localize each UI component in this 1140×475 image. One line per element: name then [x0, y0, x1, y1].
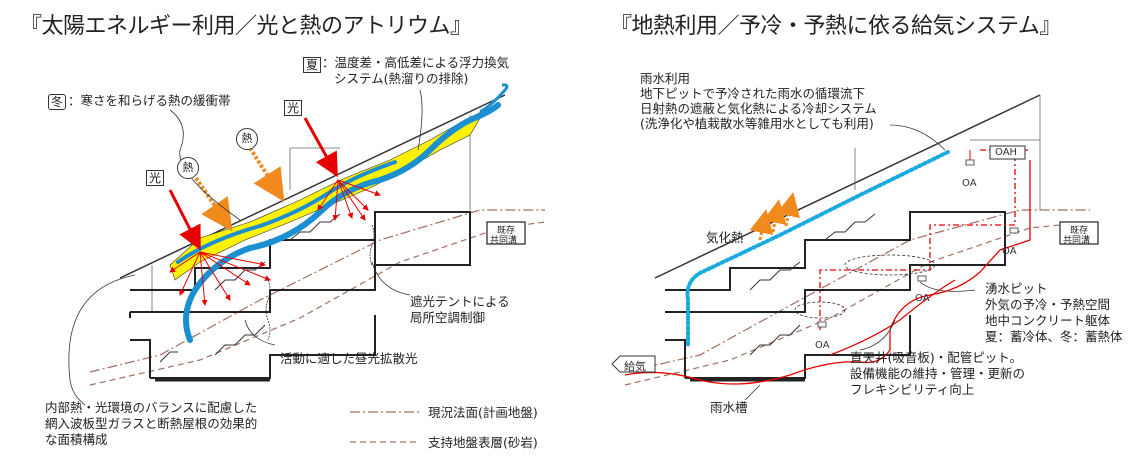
- rain-text-3: 日射熱の遮蔽と気化熱による冷却システム: [640, 101, 877, 116]
- support-layer-line: [89, 221, 546, 386]
- tank-text: 雨水槽: [710, 400, 748, 415]
- supply-label: 給気: [624, 360, 646, 373]
- summer-text-2: システム(熱溜りの排除): [334, 71, 469, 86]
- summer-badge: 夏: [303, 57, 322, 73]
- spring-text-4: 夏：蓄冷体、冬：蓄熱体: [985, 329, 1123, 344]
- shade-text-1: 遮光テントによる: [410, 294, 510, 309]
- summer-text-1: ：温度差・高低差による浮力換気: [322, 55, 510, 70]
- existing-label-right-2: 共同溝: [1063, 236, 1091, 246]
- building-section: [130, 211, 471, 313]
- heat-label-1: 熱: [177, 157, 199, 179]
- existing-trench-left: [486, 221, 526, 245]
- left-diagram: [68, 83, 546, 443]
- rainwater-flow: [685, 150, 950, 347]
- oa-label-4: OA: [815, 340, 830, 351]
- light-label-2: 光: [284, 100, 303, 116]
- rain-text-1: 雨水利用: [640, 71, 691, 86]
- oah-label: OAH: [995, 147, 1018, 158]
- right-title: 『地熱利用／予冷・予熱に依る給気システム』: [610, 14, 1061, 39]
- balance-text-1: 内部熱・光環境のバランスに配慮した: [45, 400, 258, 415]
- spring-text-3: 地中コンクリート躯体: [985, 313, 1111, 328]
- balance-text-2: 網入波板型ガラスと断熱屋根の効果的: [45, 416, 258, 431]
- spring-text-1: 湧水ピット: [985, 281, 1048, 296]
- legend-support-text: 支持地盤表層(砂岩): [428, 435, 538, 450]
- oa-label-2: OA: [1002, 246, 1017, 257]
- shade-text-2: 局所空調制御: [410, 310, 486, 325]
- diffuse-rays-upper: [317, 179, 381, 221]
- roof-line: [119, 94, 506, 279]
- light-label-1: 光: [146, 170, 165, 186]
- vapor-arrows: [749, 192, 800, 241]
- winter-badge: 冬: [48, 94, 67, 110]
- existing-label-right-1: 既存: [1070, 226, 1089, 236]
- light-arrow-1: [168, 189, 201, 251]
- air-flow-ribbon: [183, 102, 501, 343]
- ceiling-text-3: フレキシビリティ向上: [850, 382, 975, 397]
- diffuse-text: 活動に適した昼光拡散光: [280, 351, 418, 366]
- supply-arrow-shape: [611, 355, 656, 373]
- winter-text: ：寒さを和らげる熱の緩衝帯: [68, 93, 231, 108]
- oa-label-3: OA: [915, 293, 930, 304]
- oah-unit: [989, 145, 1026, 160]
- heat-arrow-1: [194, 176, 233, 232]
- light-arrow-2: [303, 117, 338, 178]
- oa-label-1: OA: [962, 178, 977, 189]
- current-slope-line: [89, 209, 545, 373]
- existing-label-left-2: 共同溝: [490, 236, 518, 246]
- heat-label-2: 熱: [236, 128, 258, 150]
- rain-text-4: (洗浄化や植栽散水等雑用水としても利用): [640, 116, 874, 131]
- supply-air-line: [624, 160, 1031, 385]
- existing-label-left-1: 既存: [497, 226, 516, 236]
- balance-text-3: な面積構成: [45, 432, 108, 447]
- legend-current-text: 現況法面(計画地盤): [428, 405, 538, 420]
- spring-text-2: 外気の予冷・予熱空間: [985, 297, 1111, 312]
- right-diagram: [611, 94, 1099, 401]
- heat-arrow-2: [248, 146, 285, 202]
- diffuse-rays-lower: [169, 251, 271, 306]
- vapor-text: 気化熱: [706, 230, 744, 245]
- ceiling-text-2: 設備機能の維持・管理・更新の: [850, 366, 1026, 381]
- rain-text-2: 地下ピットで予冷された雨水の循環流下: [640, 86, 866, 101]
- ceiling-text-1: 直天井(吸音板)・配管ピット。: [850, 350, 1023, 365]
- left-title: 『太陽エネルギー利用／光と熱のアトリウム』: [20, 14, 472, 39]
